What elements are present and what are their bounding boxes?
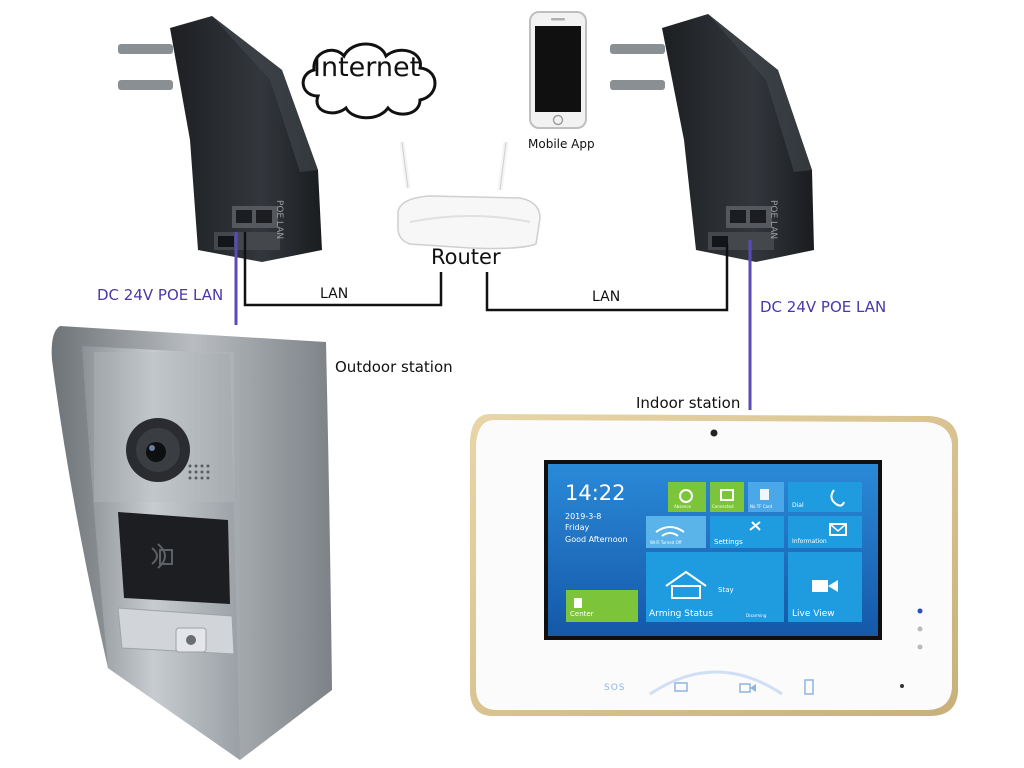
tile-live-view-label[interactable]: Live View [792,609,835,619]
tile-absence-label[interactable]: Absence [674,504,692,509]
tile-stay-label[interactable]: Stay [718,586,734,594]
poe-lines [234,232,752,410]
screen-date: 2019-3-8 [565,512,602,521]
screen-time: 14:22 [565,481,626,505]
mobile-phone-icon [529,11,587,129]
tile-tf-card-label[interactable]: No TF Card [750,504,773,509]
tile-information-label[interactable]: Information [792,538,827,545]
screen-greeting: Good Afternoon [565,535,628,544]
right-poe-adapter [610,14,814,262]
left-poe-adapter [118,16,322,262]
lan-left-label: LAN [320,286,349,302]
right-adapter-port-label: POE LAN [768,200,778,240]
router-label: Router [431,245,501,269]
mobile-app-label: Mobile App [528,137,595,151]
poe-right-label: DC 24V POE LAN [760,298,887,316]
outdoor-station-label: Outdoor station [335,358,453,376]
lan-right-label: LAN [592,289,621,305]
router-device [397,141,541,250]
sos-button-label[interactable]: SOS [604,683,626,693]
tile-wifi-label[interactable]: Wi-Fi Turned Off [650,540,682,545]
lan-lines [243,232,729,312]
tile-settings-label[interactable]: Settings [714,538,743,546]
indoor-station-label: Indoor station [636,394,741,412]
poe-left-label: DC 24V POE LAN [97,286,224,304]
indoor-station-device [470,414,958,716]
tile-dial-label[interactable]: Dial [792,502,804,509]
screen-weekday: Friday [565,523,590,532]
internet-label: Internet [313,52,421,83]
internet-cloud-icon [301,42,437,120]
outdoor-station-device [51,326,333,760]
tile-center-label[interactable]: Center [570,610,594,618]
tile-arming-status-label[interactable]: Arming Status [649,609,713,619]
tile-disarming-label[interactable]: Disarming [746,613,767,618]
left-adapter-port-label: POE LAN [274,200,284,240]
tile-connected-label[interactable]: Connected [712,504,734,509]
